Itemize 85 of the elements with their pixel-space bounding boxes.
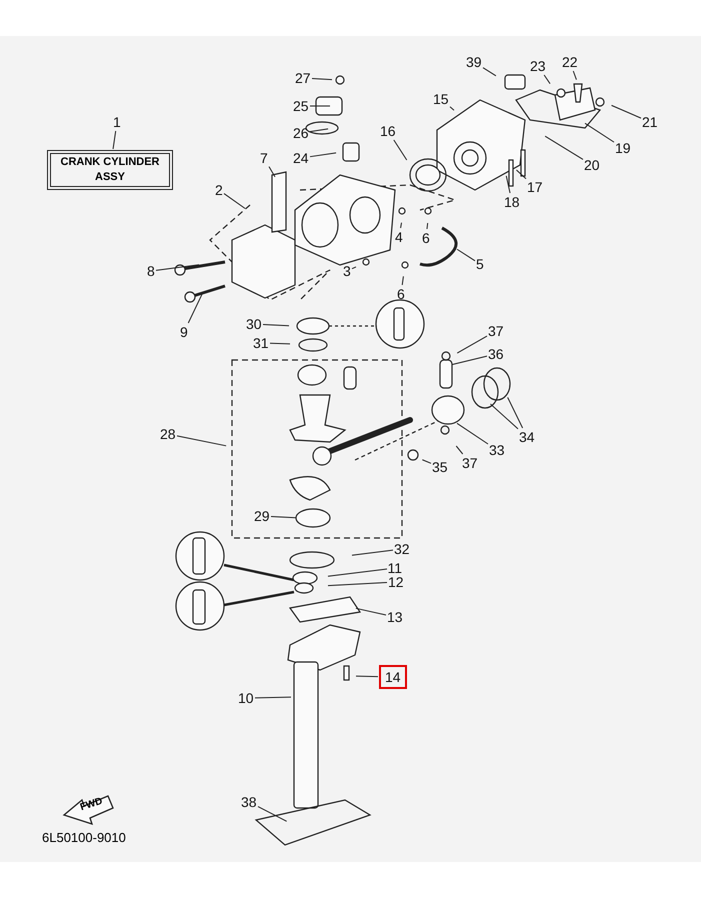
callout-number: 28 [160, 426, 176, 442]
leader-line [258, 806, 288, 822]
leader-line [262, 324, 290, 326]
direction-label: FWD [78, 796, 104, 814]
callout-number: 31 [253, 335, 269, 351]
callout-number: 26 [293, 125, 309, 141]
leader-line [310, 152, 337, 158]
leader-line [611, 104, 642, 119]
leader-line [426, 222, 428, 230]
callout-number: 19 [615, 140, 631, 156]
callout-number: 37 [488, 323, 504, 339]
leader-line [456, 336, 488, 354]
leader-line [456, 446, 464, 454]
callout-number: 30 [246, 316, 262, 332]
callout-number: 16 [380, 123, 396, 139]
callout-number: 7 [260, 150, 268, 166]
leader-line [482, 67, 496, 76]
leader-line [156, 264, 200, 271]
part-number-text: 6L50100-9010 [42, 830, 126, 845]
leader-line [507, 396, 524, 428]
callout-number: 24 [293, 150, 309, 166]
callout-number: 21 [642, 114, 658, 130]
leader-line [456, 248, 476, 262]
callout-number: 8 [147, 263, 155, 279]
callout-number: 33 [489, 442, 505, 458]
leader-line [310, 128, 329, 132]
leader-line [393, 140, 408, 160]
callout-number: 9 [180, 324, 188, 340]
highlighted-callout-number: 14 [379, 665, 407, 689]
callout-number: 23 [530, 58, 546, 74]
callout-number: 37 [462, 455, 478, 471]
leader-line [422, 459, 432, 464]
leader-line [188, 292, 203, 324]
callout-number: 38 [241, 794, 257, 810]
callout-number: 32 [394, 541, 410, 557]
callout-number: 20 [584, 157, 600, 173]
callout-number: 15 [433, 91, 449, 107]
leader-line [490, 404, 518, 430]
leader-line [254, 696, 292, 698]
leader-line [270, 516, 296, 518]
callout-number: 6 [397, 286, 405, 302]
leader-line [544, 74, 551, 84]
leader-line [224, 193, 246, 210]
leader-line [356, 676, 378, 678]
callout-number: 11 [388, 560, 402, 576]
callout-number: 5 [476, 256, 484, 272]
leader-line [506, 175, 511, 194]
leader-line [451, 356, 488, 366]
assembly-label: CRANK CYLINDER ASSY [47, 150, 173, 190]
callout-number: 3 [343, 263, 351, 279]
callout-number: 13 [387, 609, 403, 625]
leader-line [572, 70, 577, 80]
callout-number: 17 [527, 179, 543, 195]
leader-line [112, 130, 116, 150]
callout-number: 39 [466, 54, 482, 70]
leader-line [312, 78, 332, 80]
callout-number: 35 [432, 459, 448, 475]
callout-number: 29 [254, 508, 270, 524]
leader-line [400, 222, 402, 228]
leader-line [402, 276, 404, 286]
callout-number: 27 [295, 70, 311, 86]
callout-number: 25 [293, 98, 309, 114]
callout-number: 2 [215, 182, 223, 198]
callout-number: 10 [238, 690, 254, 706]
callout-number: 4 [395, 229, 403, 245]
callout-number: 6 [422, 230, 430, 246]
leader-line [268, 166, 276, 178]
callout-number: 1 [113, 114, 121, 130]
callout-number: 12 [388, 574, 404, 590]
leader-line [544, 136, 584, 160]
callout-number: 36 [488, 346, 504, 362]
callout-number: 22 [562, 54, 578, 70]
leader-line [352, 266, 356, 270]
callout-number: 18 [504, 194, 520, 210]
leader-line [270, 342, 290, 344]
leader-line [456, 422, 488, 444]
leader-line [328, 582, 388, 586]
leader-line [355, 608, 386, 616]
leader-line [584, 122, 614, 143]
leader-line [450, 106, 454, 111]
leader-line [176, 435, 227, 446]
leader-line [327, 568, 388, 577]
leader-line [351, 550, 394, 556]
callout-number: 34 [519, 429, 535, 445]
leader-line [516, 170, 526, 180]
